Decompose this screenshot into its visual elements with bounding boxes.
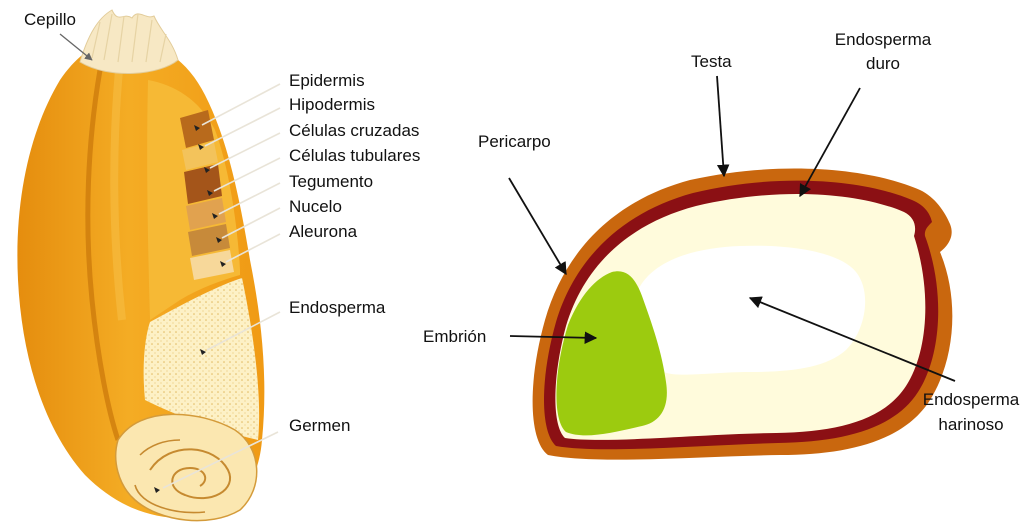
label-tube-cells: Células tubulares (289, 146, 420, 165)
label-aleurone: Aleurona (289, 222, 358, 241)
label-endosperm: Endosperma (289, 298, 386, 317)
label-floury-endosperm-1: Endosperma (923, 390, 1020, 409)
label-nucellus: Nucelo (289, 197, 342, 216)
label-seed-coat: Tegumento (289, 172, 373, 191)
grain-brush (80, 10, 178, 74)
label-epidermis: Epidermis (289, 71, 365, 90)
label-cross-cells: Células cruzadas (289, 121, 419, 140)
grain-cross-section (533, 169, 953, 460)
label-testa: Testa (691, 52, 732, 71)
label-embryo: Embrión (423, 327, 486, 346)
floury-endosperm (635, 246, 865, 375)
label-germ: Germen (289, 416, 350, 435)
label-hard-endosperm-1: Endosperma (835, 30, 932, 49)
label-floury-endosperm-2: harinoso (938, 415, 1003, 434)
label-pericarp: Pericarpo (478, 132, 551, 151)
label-brush: Cepillo (24, 10, 76, 29)
label-hard-endosperm-2: duro (866, 54, 900, 73)
pericarp-arrow (509, 178, 566, 274)
wheat-grain-illustration (17, 10, 264, 521)
testa-arrow (717, 76, 724, 176)
label-hypodermis: Hipodermis (289, 95, 375, 114)
